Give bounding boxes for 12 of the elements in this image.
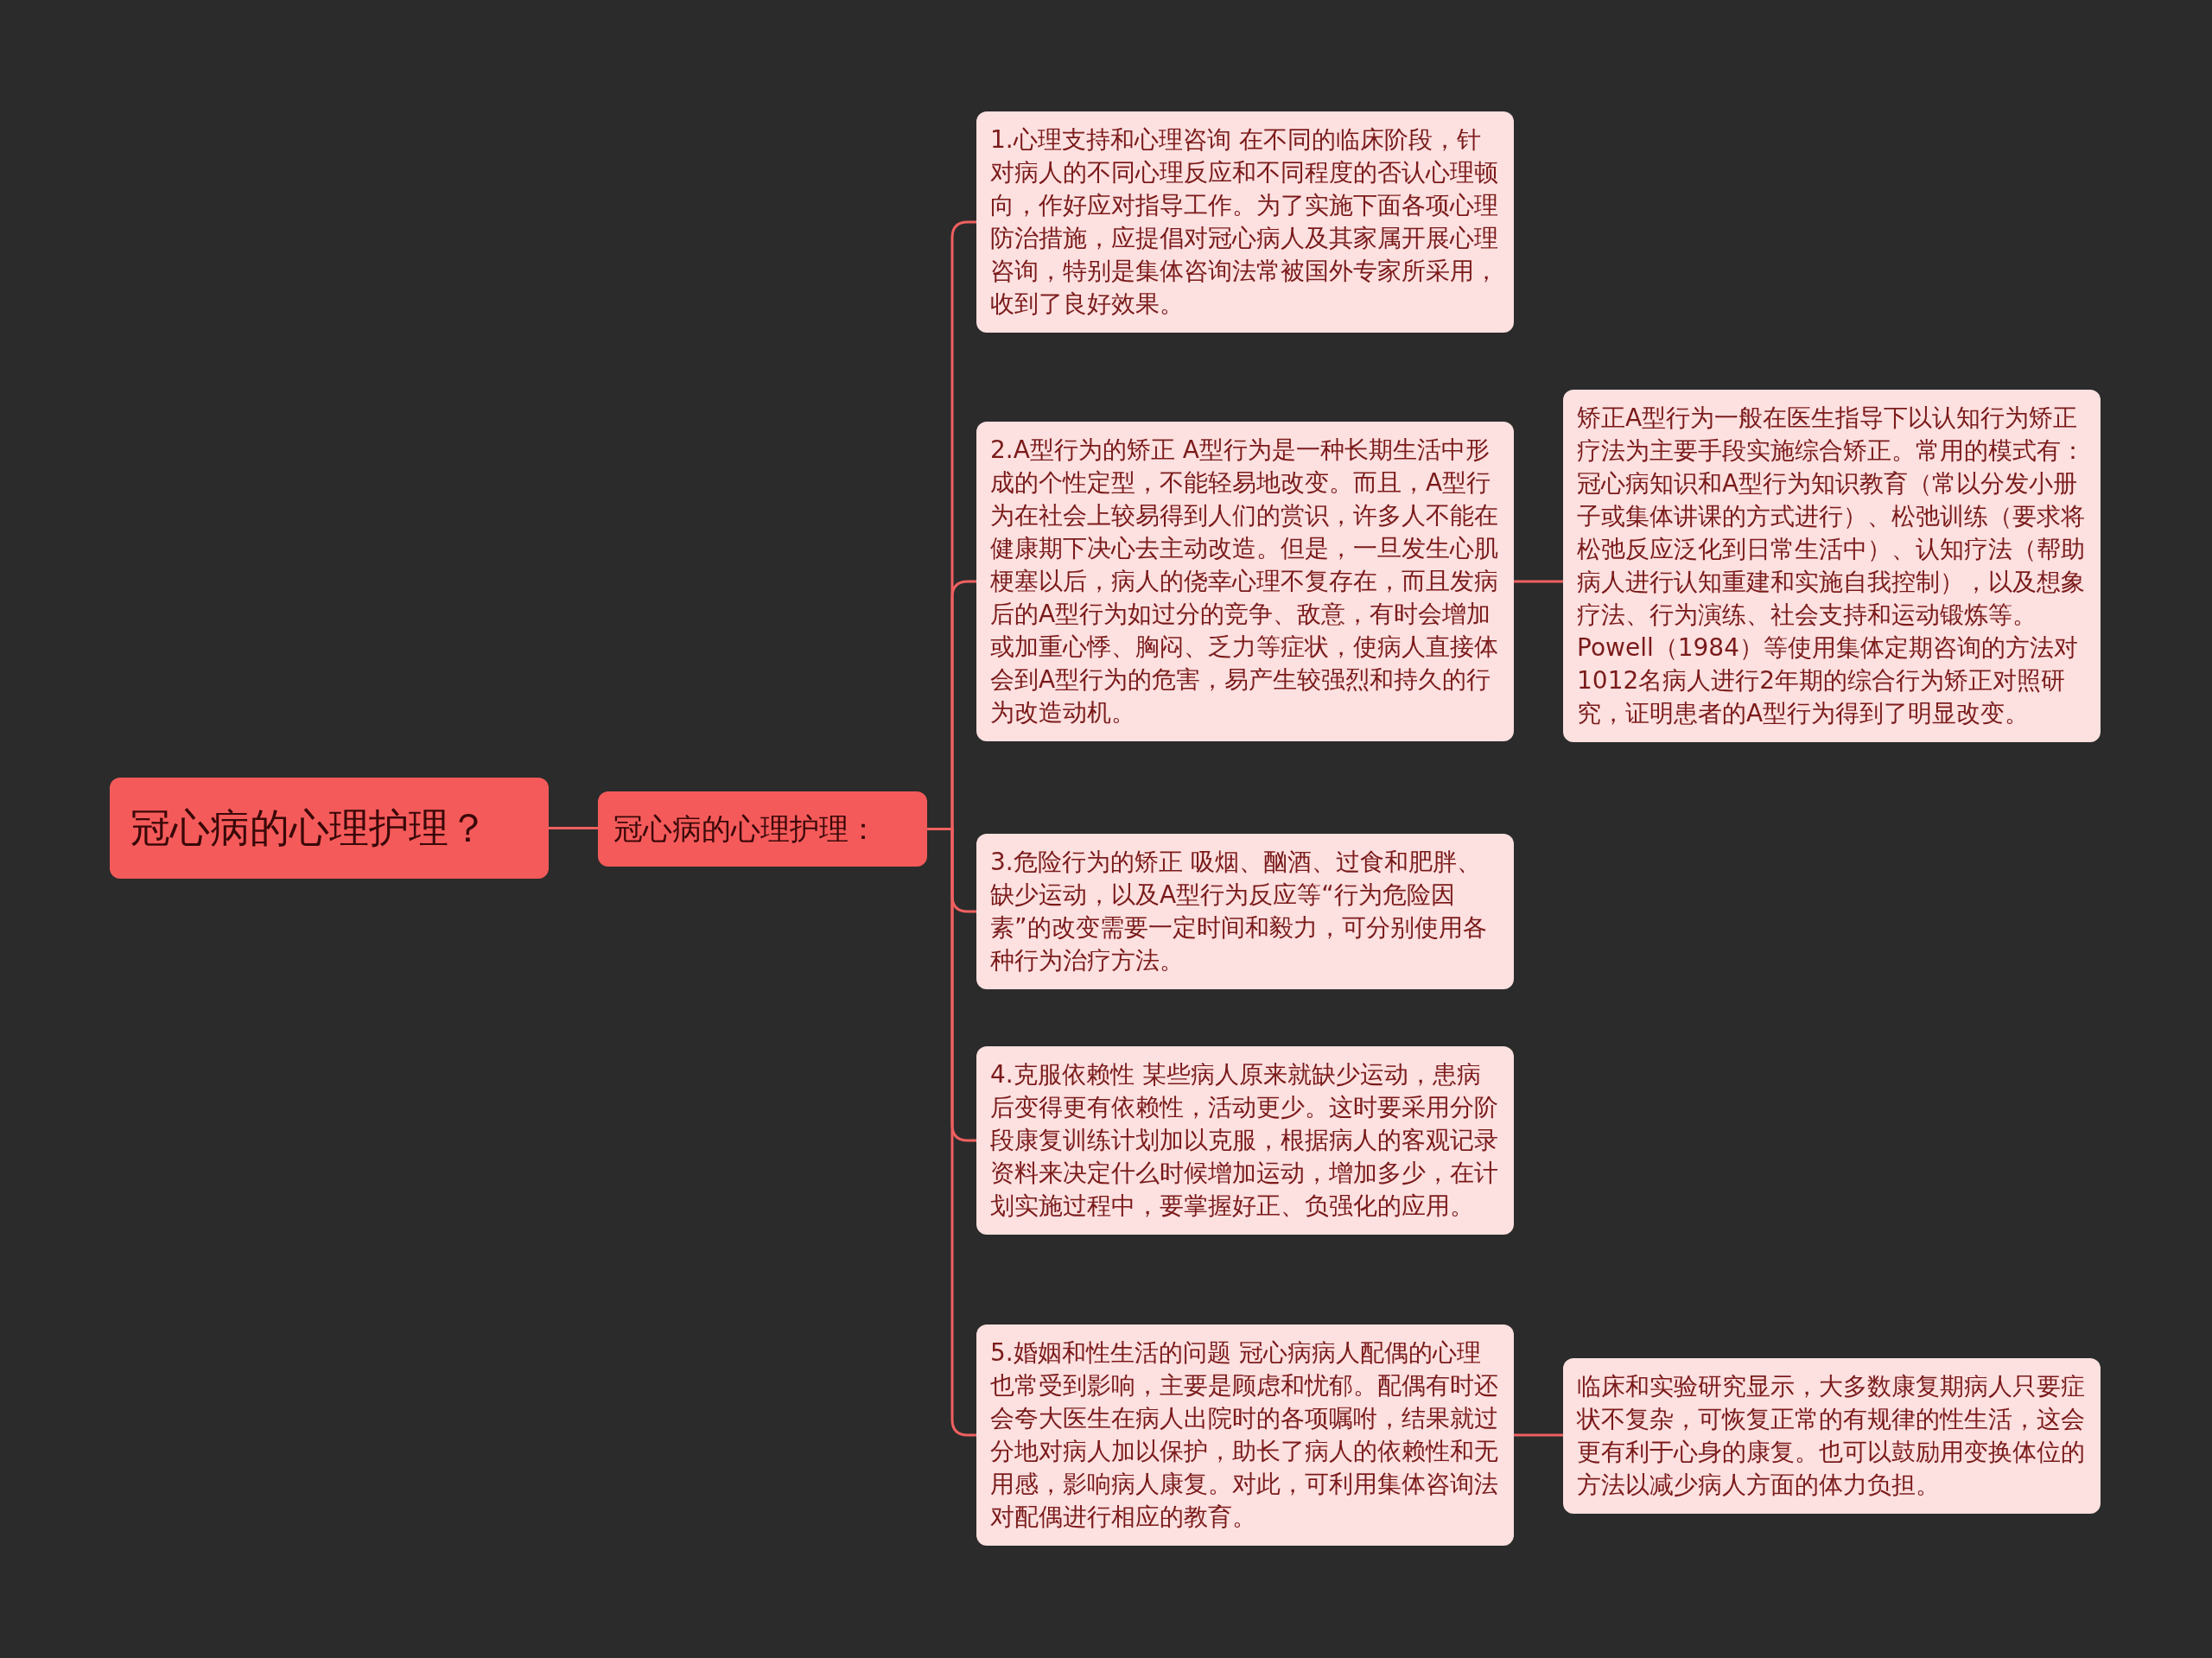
connector-line [549, 827, 598, 829]
text-card: 4.克服依赖性 某些病人原来就缺少运动，患病后变得更有依赖性，活动更少。这时要采用分阶段康复训练计划加以克服，根据病人的客观记录资料来决定什么时候增加运动，增加多少，在计划实施过程中，要掌握好正、负强化的应用。 [976, 1046, 1514, 1235]
text-card: 1.心理支持和心理咨询 在不同的临床阶段，针对病人的不同心理反应和不同程度的否认心理顿向，作好应对指导工作。为了实施下面各项心理防治措施，应提倡对冠心病人及其家属开展心理咨询，特别是集体咨询法常被国外专家所采用，收到了良好效果。 [976, 111, 1514, 333]
text-card: 矫正A型行为一般在医生指导下以认知行为矫正疗法为主要手段实施综合矫正。常用的模式有：冠心病知识和A型行为知识教育（常以分发小册子或集体讲课的方式进行）、松弛训练（要求将松弛反应泛化到日常生活中）、认知疗法（帮助病人进行认知重建和实施自我控制），以及想象疗法、行为演练、社会支持和运动锻炼等。Powell（1984）等使用集体定期咨询的方法对1012名病人进行2年期的综合行为矫正对照研究，证明患者的A型行为得到了明显改变。 [1563, 390, 2101, 742]
connector-line [1514, 1433, 1563, 1437]
text-card: 2.A型行为的矫正 A型行为是一种长期生活中形成的个性定型，不能轻易地改变。而且，A型行为在社会上较易得到人们的赏识，许多人不能在健康期下决心去主动改造。但是，一旦发生心肌梗塞以后，病人的侥幸心理不复存在，而且发病后的A型行为如过分的竞争、敌意，有时会增加或加重心悸、胸闷、乏力等症状，使病人直接体会到A型行为的危害，易产生较强烈和持久的行为改造动机。 [976, 422, 1514, 741]
text-card: 5.婚姻和性生活的问题 冠心病病人配偶的心理也常受到影响，主要是顾虑和忧郁。配偶有时还会夸大医生在病人出院时的各项嘱咐，结果就过分地对病人加以保护，助长了病人的依赖性和无用感，影响病人康复。对此，可利用集体咨询法对配偶进行相应的教育。 [976, 1324, 1514, 1546]
subtopic-box: 冠心病的心理护理： [598, 791, 927, 867]
connector-line [1514, 580, 1563, 583]
topic-box: 冠心病的心理护理？ [110, 778, 549, 879]
text-card: 临床和实验研究显示，大多数康复期病人只要症状不复杂，可恢复正常的有规律的性生活，这会更有利于心身的康复。也可以鼓励用变换体位的方法以减少病人方面的体力负担。 [1563, 1358, 2101, 1514]
text-card: 3.危险行为的矫正 吸烟、酗酒、过食和肥胖、缺少运动，以及A型行为反应等“行为危险因素”的改变需要一定时间和毅力，可分别使用各种行为治疗方法。 [976, 834, 1514, 989]
